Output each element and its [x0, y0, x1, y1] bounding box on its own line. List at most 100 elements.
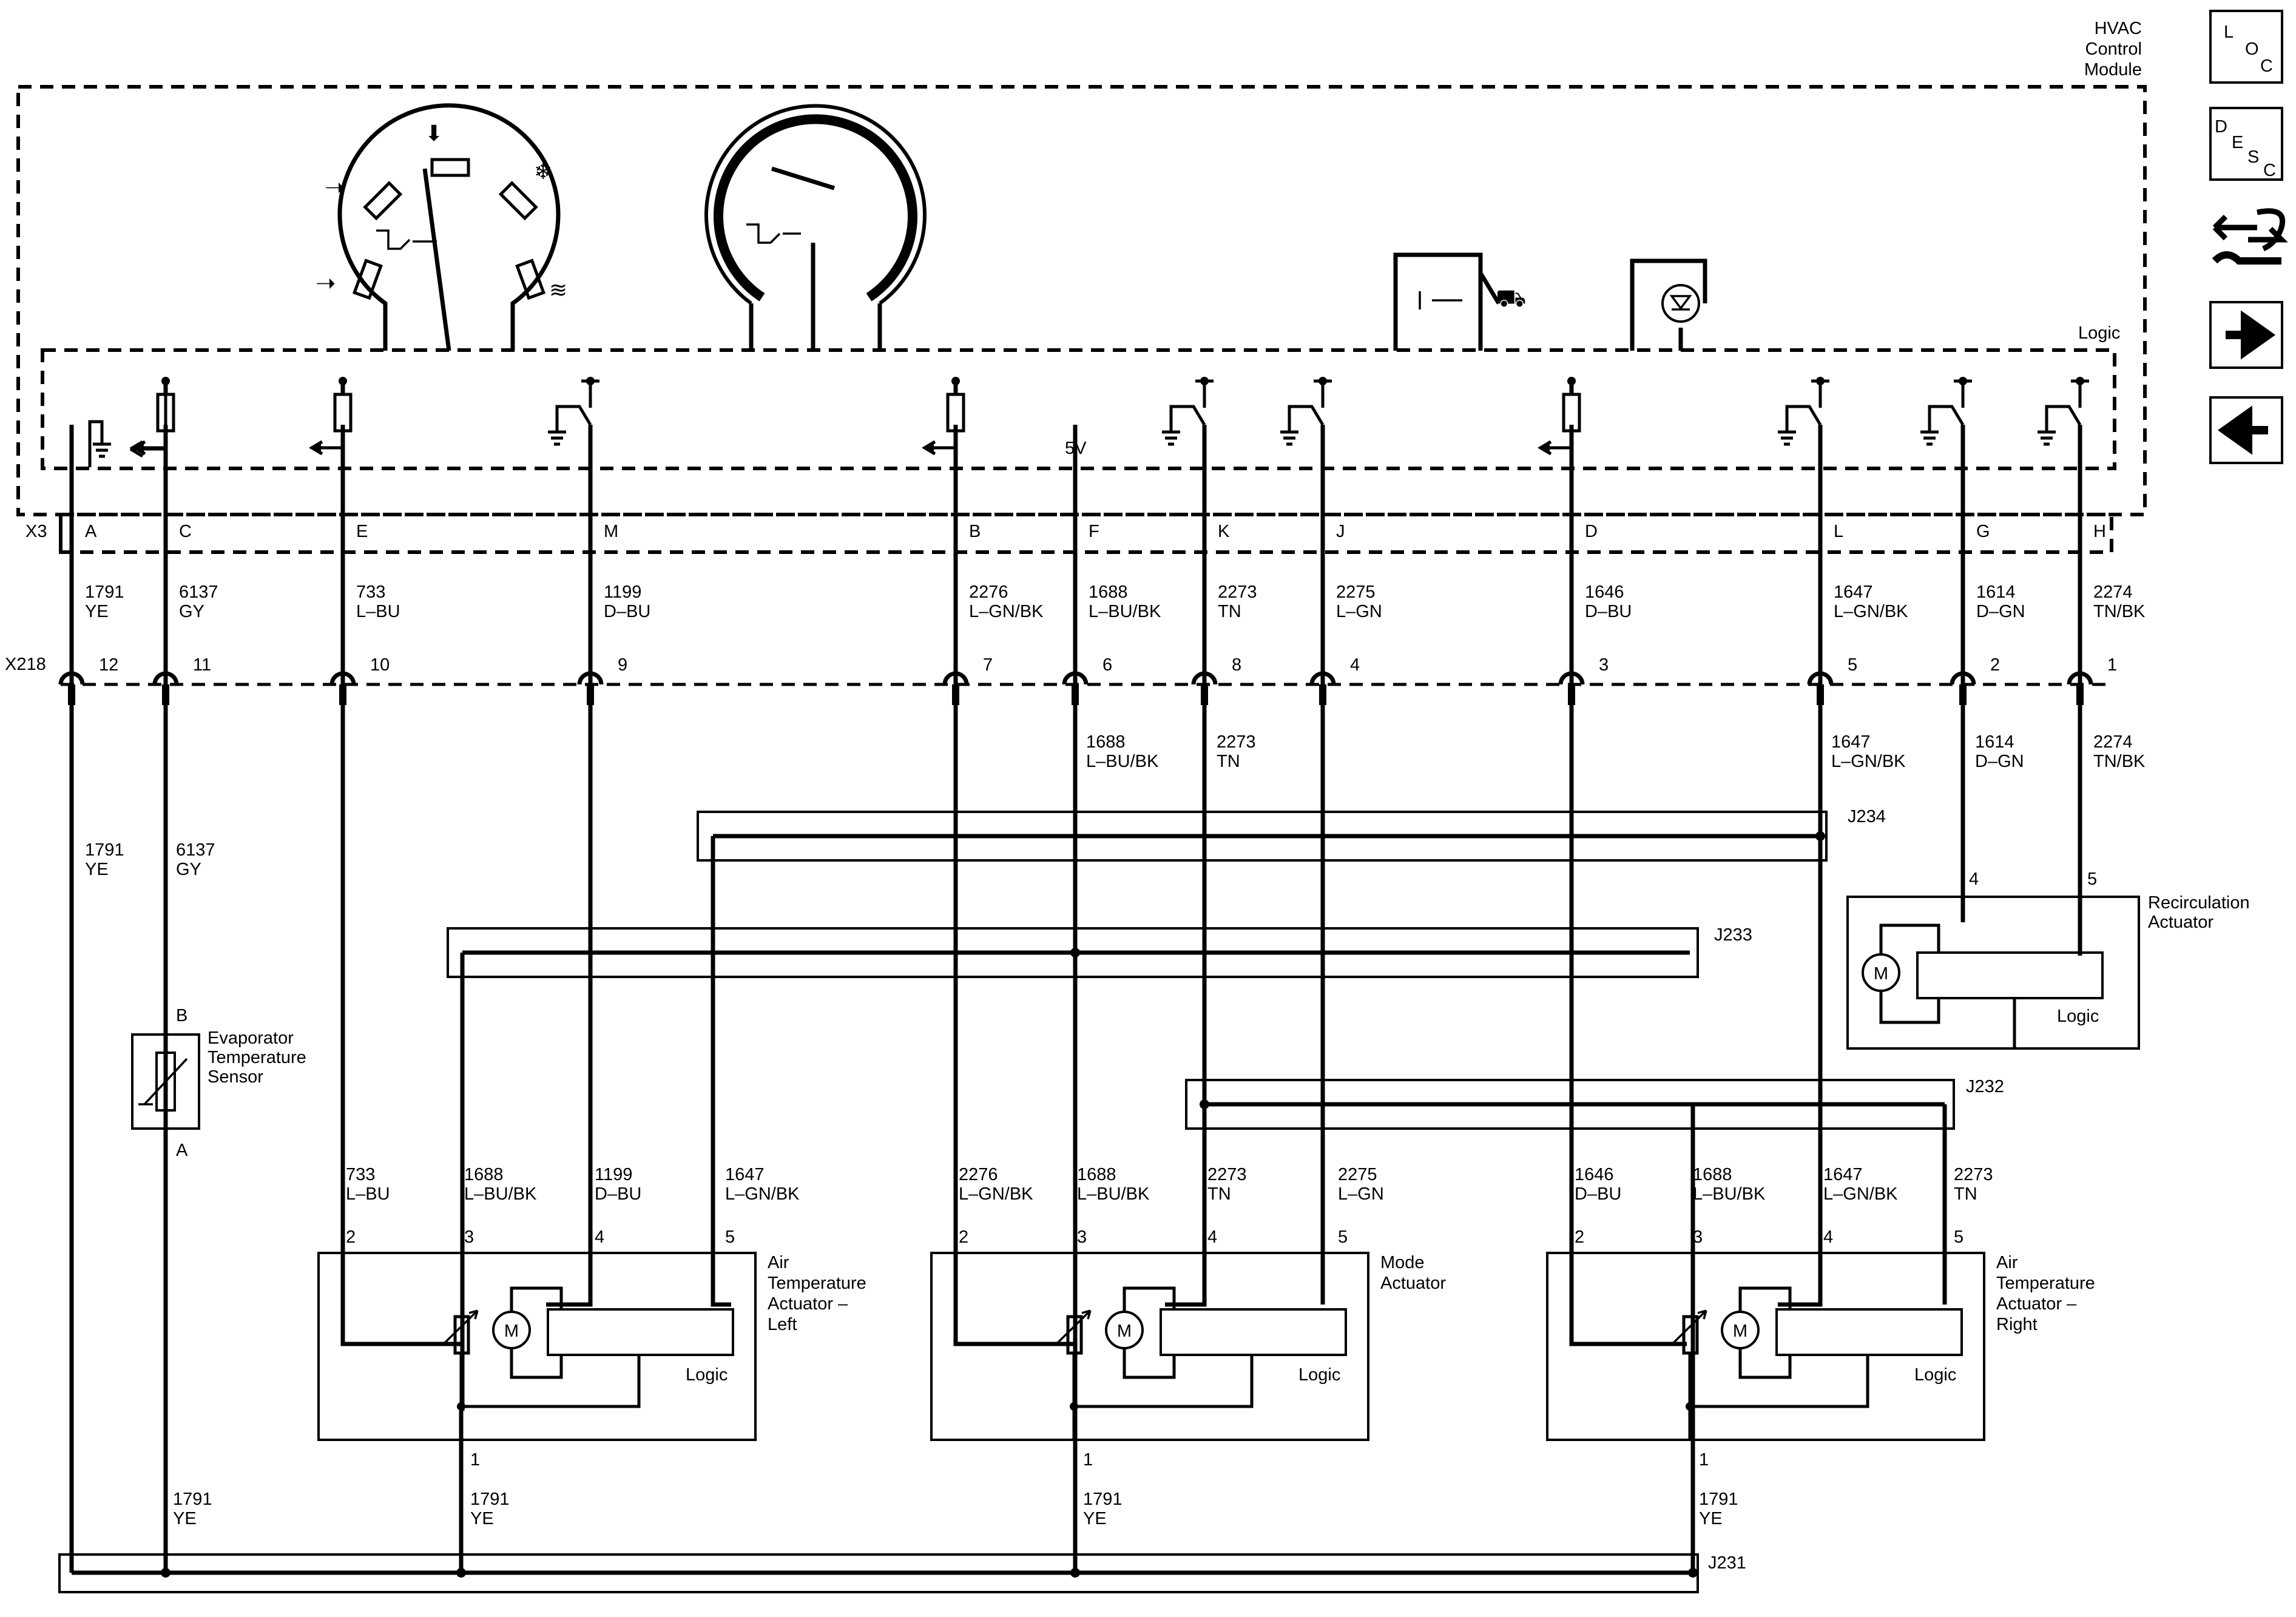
- actuator-logic-label: Logic: [686, 1365, 728, 1385]
- module-title-line2: Control: [2085, 39, 2142, 59]
- x218-cavity-number: 4: [1350, 655, 1360, 675]
- x3-pin-label: D: [1585, 522, 1598, 541]
- j231-label: J231: [1708, 1553, 1746, 1573]
- mode-selector-switch: ➝ ➝ ⬇ ❄ ≋: [316, 103, 567, 351]
- actuator-wire-circuit: 1688: [464, 1165, 504, 1184]
- wire-color: L–GN/BK: [969, 602, 1044, 621]
- evap-pin-a: A: [176, 1141, 188, 1160]
- actuator-ground-pin: 1: [1699, 1450, 1709, 1470]
- x3-pin-label: J: [1336, 522, 1345, 541]
- circuit-number: 1199: [604, 582, 641, 602]
- indicator-led: [1630, 258, 1707, 351]
- face-vent-icon: ➝: [325, 174, 345, 201]
- x218-cavity-number: 6: [1102, 655, 1112, 675]
- actuator-name-line: Temperature: [1996, 1274, 2095, 1293]
- j233-label: J233: [1714, 925, 1752, 945]
- actuator-name-line: Actuator –: [1996, 1294, 2077, 1314]
- connector-view-button[interactable]: [2212, 208, 2288, 265]
- x218-cavity-number: 1: [2107, 655, 2117, 675]
- actuator-pin-number: 3: [464, 1227, 474, 1247]
- x3-pin-label: L: [1834, 522, 1843, 541]
- actuator-wire-color: L–GN/BK: [725, 1184, 800, 1204]
- floor-vent-icon: ➝: [316, 270, 336, 297]
- evap-pin-b: B: [176, 1006, 187, 1025]
- loc-button[interactable]: L O C: [2209, 10, 2283, 84]
- actuator-wire-color: TN: [1207, 1184, 1231, 1204]
- previous-button[interactable]: [2209, 396, 2283, 464]
- x3-connector-shell: [59, 513, 2113, 554]
- low-side-switch: [1920, 379, 1972, 446]
- actuators: M733L–BU21688L–BU/BK31199D–BU41647L–GN/B…: [317, 1165, 2095, 1528]
- low-side-switch: [548, 379, 599, 446]
- actuator-pin-number: 4: [595, 1227, 604, 1247]
- defog-icon: ❄: [534, 159, 552, 184]
- module-title-line1: HVAC: [2095, 19, 2142, 38]
- bilevel-icon: ⬇: [425, 121, 443, 146]
- wire-color-tn: TN: [1217, 752, 1240, 771]
- connector-tool-icon: [2212, 251, 2281, 265]
- recirculation-actuator: M 4 5 Logic Recirculation Actuator: [1846, 869, 2250, 1050]
- module-title-line3: Module: [2084, 60, 2142, 79]
- x3-pin-label: H: [2093, 522, 2106, 541]
- x3-pin-label: A: [85, 522, 97, 541]
- actuator-wire-circuit: 2273: [1954, 1165, 1993, 1184]
- actuator-wire-circuit: 2276: [959, 1165, 998, 1184]
- actuator-wire-color: TN: [1954, 1184, 1977, 1204]
- splice-j232: J232: [1185, 1077, 2004, 1130]
- temperature-dial: [704, 104, 927, 351]
- loc-letter-o: O: [2245, 39, 2259, 59]
- actuator-wire-circuit: 2275: [1338, 1165, 1377, 1184]
- actuator-wire-circuit: 1647: [725, 1165, 765, 1184]
- circuit-number: 2274: [2093, 582, 2133, 602]
- wire-label-1791: 1791: [85, 840, 124, 860]
- x3-pin-label: F: [1089, 522, 1099, 541]
- ground-symbol: [88, 420, 111, 467]
- x218-cavity-number: 2: [1990, 655, 2000, 675]
- logic-boundary: [41, 348, 2116, 470]
- actuator-ground-pin: 1: [1083, 1450, 1093, 1470]
- desc-letter-s: S: [2247, 147, 2259, 167]
- next-button[interactable]: [2209, 301, 2283, 369]
- actuator-ground-pin: 1: [470, 1450, 480, 1470]
- desc-letter-e: E: [2232, 133, 2243, 152]
- logic-label: Logic: [2078, 323, 2120, 343]
- actuator-name-line: Actuator –: [768, 1294, 848, 1314]
- wire-color: D–GN: [1976, 602, 2025, 621]
- actuator-pin-number: 2: [959, 1227, 968, 1247]
- circuit-number: 2276: [969, 582, 1008, 602]
- desc-letter-d: D: [2215, 117, 2227, 137]
- wire-label-1614: 1614: [1975, 732, 2014, 752]
- motor-symbol: M: [1733, 1322, 1747, 1341]
- circuit-number: 1646: [1585, 582, 1624, 602]
- actuator-name-line: Left: [768, 1315, 797, 1334]
- wire-color: L–GN/BK: [1834, 602, 1908, 621]
- actuator-pin-number: 2: [1575, 1227, 1584, 1247]
- circuit-number: 2275: [1336, 582, 1376, 602]
- actuator-wire-color: D–BU: [595, 1184, 641, 1204]
- x218-cavity-number: 9: [618, 655, 627, 675]
- actuator-pin-number: 5: [1338, 1227, 1348, 1247]
- side-nav: L O C D E S C: [2209, 10, 2288, 464]
- recirc-car-icon: ⛟: [1496, 285, 1526, 312]
- x3-pin-label: M: [604, 522, 618, 541]
- gnd-trunk-color: YE: [173, 1509, 197, 1528]
- recirc-logic-label: Logic: [2057, 1007, 2099, 1026]
- actuator-ground-color: YE: [470, 1509, 494, 1528]
- actuator-wire-color: L–BU/BK: [1077, 1184, 1150, 1204]
- mode-contact-top: [430, 158, 470, 177]
- actuator-wire-color: L–BU: [346, 1184, 390, 1204]
- ac-request-switch: ⛟: [1393, 252, 1526, 351]
- recirc-name-line2: Actuator: [2148, 913, 2213, 932]
- splice-branches: [163, 862, 1947, 1573]
- motor-symbol: M: [504, 1322, 519, 1341]
- wire-label-2274: 2274: [2093, 732, 2133, 752]
- actuator-name-line: Air: [1996, 1253, 2018, 1272]
- desc-button[interactable]: D E S C: [2209, 107, 2283, 181]
- evap-name-line2: Temperature: [208, 1048, 306, 1067]
- evap-name-line3: Sensor: [208, 1067, 263, 1087]
- x218-cavity-number: 7: [983, 655, 993, 675]
- arrow-right-icon: [2226, 310, 2276, 360]
- circuit-number: 1647: [1834, 582, 1873, 602]
- actuator-ground-circuit: 1791: [1083, 1490, 1123, 1509]
- low-side-switch: [2038, 379, 2089, 446]
